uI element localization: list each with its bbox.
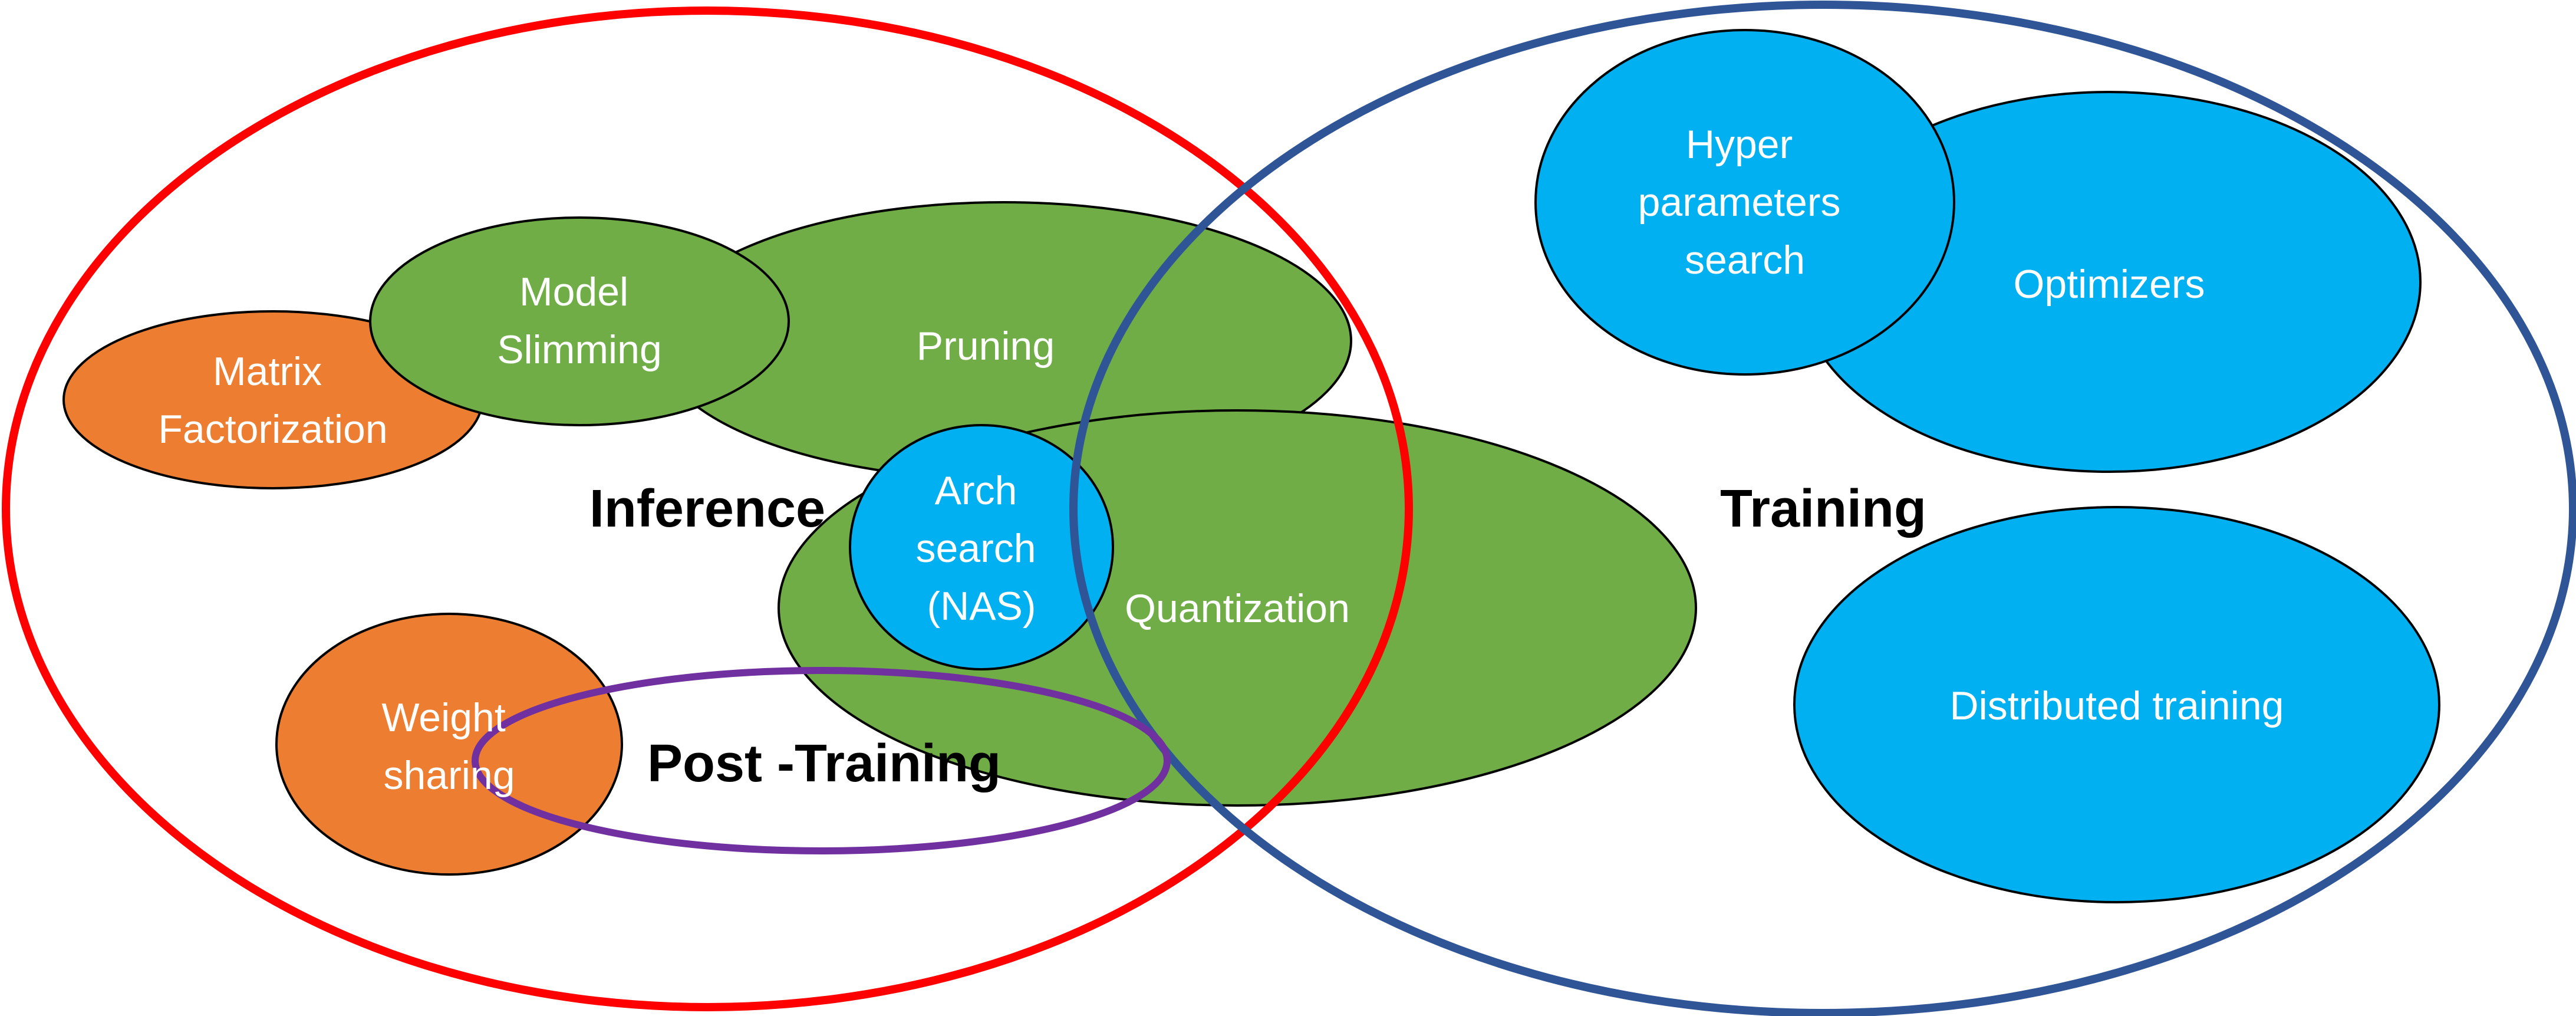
inference-ring[interactable] [2, 6, 1413, 1011]
arch-search-label-line-3: (NAS) [927, 584, 1036, 629]
matrix-factorization-label-line-2: Factorization [158, 407, 387, 452]
hyper-parameters-search-label-line-3: search [1685, 238, 1805, 282]
model-slimming-label-line-1: Model [519, 269, 628, 314]
optimizers-label: Optimizers [2014, 262, 2205, 307]
pruning-label: Pruning [917, 324, 1055, 369]
inference-label: Inference [589, 479, 825, 538]
quantization-label-line: Quantization [1125, 586, 1350, 631]
post-training-label: Post -Training [647, 734, 1001, 793]
weight-sharing-label: Weight sharing [381, 695, 516, 798]
hyper-parameters-search-ellipse[interactable] [1534, 29, 1955, 376]
distributed-training-label-line: Distributed training [1950, 683, 2284, 728]
quantization-label: Quantization [1125, 586, 1350, 631]
hyper-parameters-search-label-line-2: parameters [1638, 180, 1841, 225]
arch-search-ellipse[interactable] [849, 424, 1114, 670]
arch-search-label: Arch search (NAS) [915, 468, 1047, 629]
distributed-training-ellipse[interactable] [1793, 506, 2440, 903]
arch-search-label-line-2: search [915, 526, 1036, 571]
model-slimming-label-line-2: Slimming [497, 327, 662, 372]
weight-sharing-label-line-1: Weight [381, 695, 506, 740]
optimizers-label-line: Optimizers [2014, 262, 2205, 307]
post-training-ring[interactable] [472, 667, 1171, 854]
model-slimming-label: Model Slimming [497, 269, 662, 372]
model-slimming-ellipse[interactable] [369, 216, 790, 426]
hyper-parameters-search-label: Hyper parameters search [1638, 122, 1852, 282]
distributed-training-label: Distributed training [1950, 683, 2284, 728]
pruning-label-line: Pruning [917, 324, 1055, 369]
arch-search-label-line-1: Arch [935, 468, 1017, 513]
weight-sharing-ellipse[interactable] [275, 613, 623, 876]
hyper-parameters-search-label-line-1: Hyper [1686, 122, 1793, 167]
weight-sharing-label-line-2: sharing [383, 753, 515, 798]
training-label: Training [1720, 479, 1926, 538]
matrix-factorization-label: Matrix Factorization [158, 349, 387, 452]
matrix-factorization-label-line-1: Matrix [213, 349, 322, 394]
training-ring[interactable] [1069, 1, 2576, 1016]
